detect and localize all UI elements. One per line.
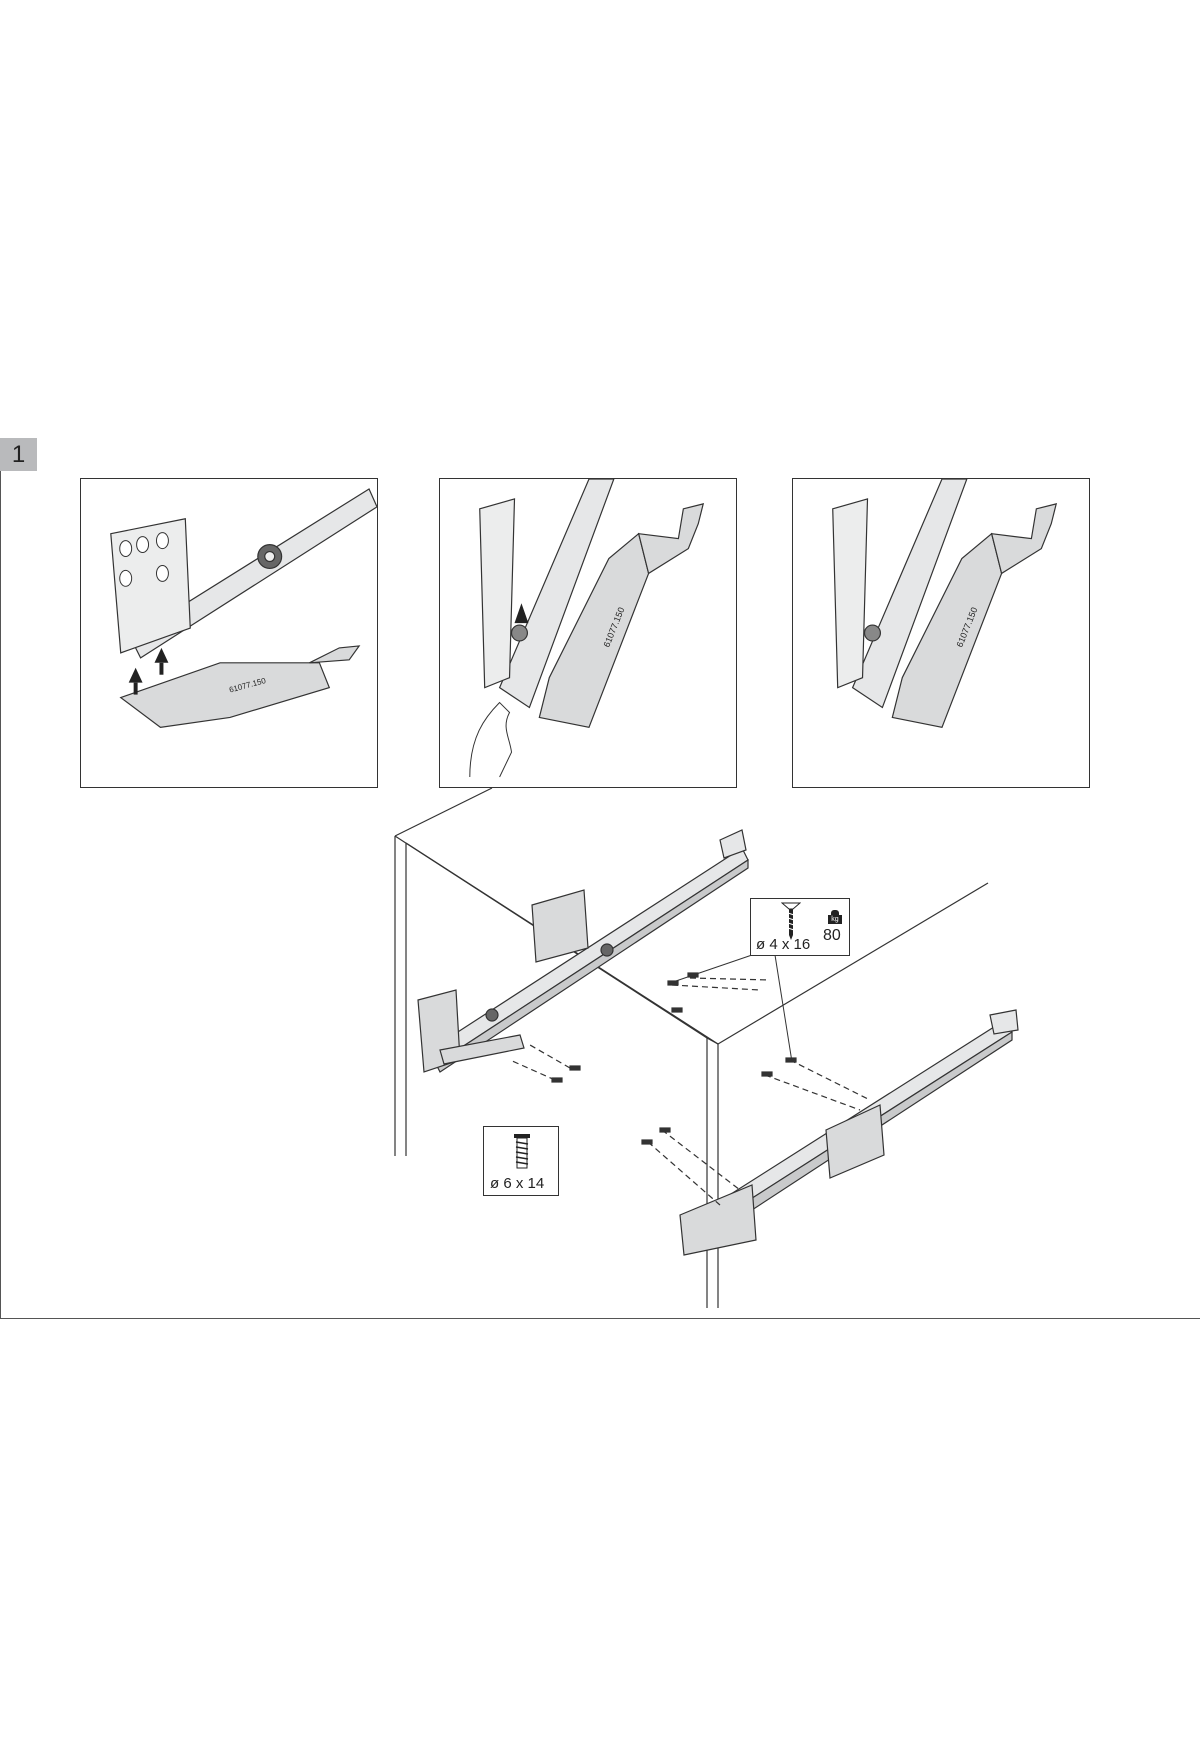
wood-screw-icon: [781, 902, 801, 940]
bracket-locked-illustration: 61077.150: [832, 479, 1058, 729]
wood-screw-spec: ø 4 x 16: [756, 936, 811, 953]
load-capacity: 80: [823, 927, 841, 944]
screws-with-guides: [509, 972, 871, 1206]
bracket-unlock-illustration: 61077.150: [469, 479, 705, 778]
wood-screw-spec-box: kg 80 ø 4 x 16: [750, 898, 850, 956]
left-drawer-runner: [417, 829, 749, 1073]
hand-icon: [469, 701, 513, 778]
weight-unit: kg: [828, 915, 842, 924]
right-drawer-runner: [679, 1009, 1019, 1256]
detail-panel-1: 61077.150: [80, 478, 378, 788]
euro-screw-spec: ø 6 x 14: [490, 1175, 545, 1192]
detail-panel-2: 61077.150: [439, 478, 737, 788]
frame-border-bottom: [0, 1318, 1200, 1319]
detail-panel-3: 61077.150: [792, 478, 1090, 788]
frame-border-left: [0, 471, 1, 1319]
bracket-removal-illustration: 61077.150: [110, 488, 377, 728]
weight-icon: kg: [828, 910, 842, 924]
euro-screw-spec-box: ø 6 x 14: [483, 1126, 559, 1196]
euro-screw-icon: [514, 1134, 530, 1169]
step-number-badge: 1: [0, 438, 37, 471]
